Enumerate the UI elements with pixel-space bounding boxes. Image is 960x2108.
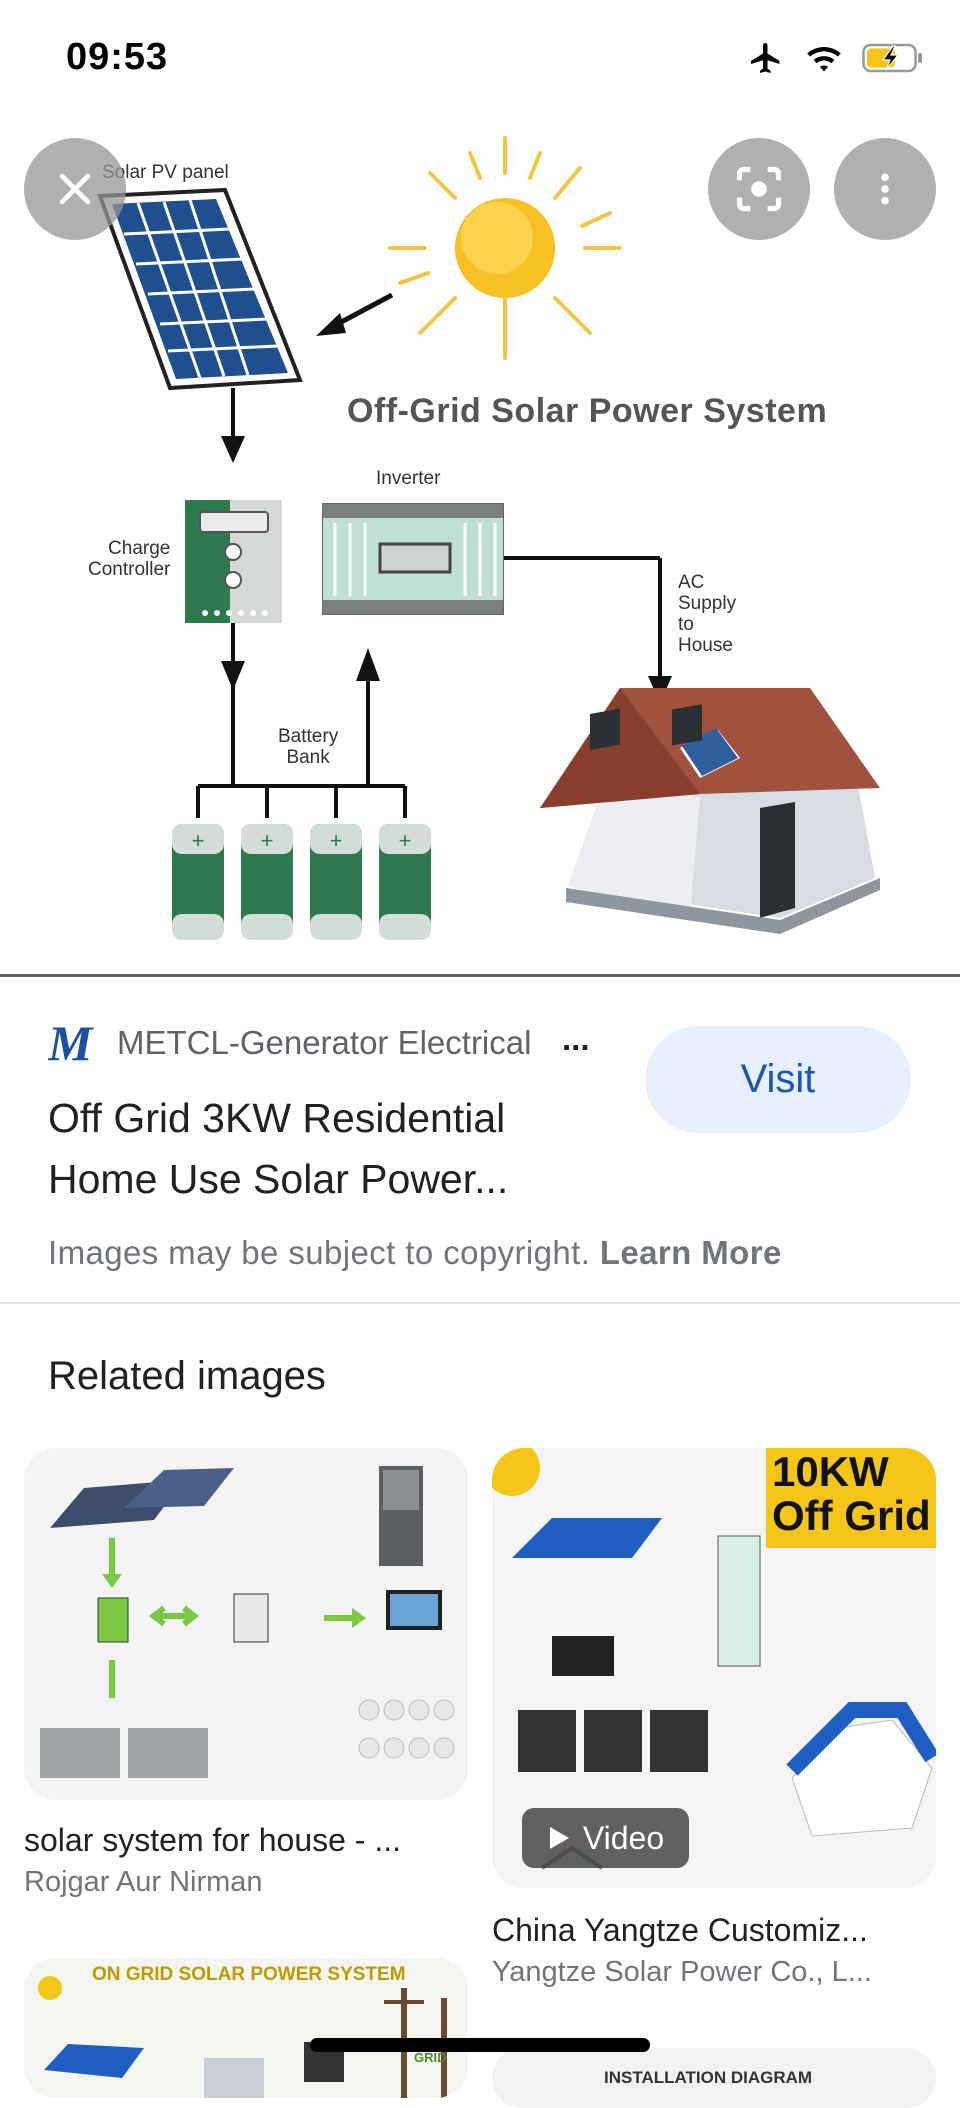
more-options-button[interactable] bbox=[834, 138, 936, 240]
battery-bank-illustration: + + + + bbox=[172, 824, 431, 940]
related-banner-4: INSTALLATION DIAGRAM bbox=[604, 2068, 813, 2087]
related-images-heading: Related images bbox=[48, 1354, 326, 1398]
charge-controller-illustration bbox=[185, 500, 282, 623]
related-title-1[interactable]: solar system for house - ... bbox=[24, 1822, 402, 1858]
sun-illustration bbox=[388, 136, 622, 360]
svg-text:M: M bbox=[48, 1018, 94, 1064]
related-title-2[interactable]: China Yangtze Customiz... bbox=[492, 1912, 868, 1948]
more-vert-icon bbox=[881, 173, 889, 205]
related-image-1[interactable] bbox=[24, 1448, 468, 1800]
svg-text:+: + bbox=[330, 828, 343, 853]
close-button[interactable] bbox=[24, 138, 126, 240]
source-logo: M bbox=[47, 1015, 102, 1071]
label-solar-pv-panel: Solar PV panel bbox=[102, 162, 229, 183]
result-title[interactable]: Off Grid 3KW Residential Home Use Solar … bbox=[48, 1095, 509, 1202]
badge-10kw-off-grid: 10KW Off Grid bbox=[772, 1448, 931, 1539]
airplane-icon bbox=[751, 43, 780, 73]
label-battery-bank: Battery Bank bbox=[278, 726, 339, 768]
visit-button[interactable]: Visit bbox=[645, 1026, 911, 1133]
related-grid-label-3: GRID bbox=[414, 2050, 447, 2065]
svg-text:+: + bbox=[399, 828, 412, 853]
video-label: Video bbox=[582, 1819, 665, 1856]
svg-text:+: + bbox=[192, 828, 205, 853]
off-grid-solar-diagram: + + + + bbox=[97, 136, 880, 940]
source-ellipsis: ... bbox=[562, 1020, 590, 1057]
label-ac-supply: AC Supply to House bbox=[678, 572, 737, 656]
section-divider bbox=[0, 1302, 960, 1304]
diagram-title: Off-Grid Solar Power System bbox=[347, 392, 828, 430]
copyright-notice: Images may be subject to copyright. Lear… bbox=[48, 1234, 782, 1272]
related-image-3[interactable] bbox=[24, 1958, 468, 2098]
label-inverter: Inverter bbox=[376, 468, 441, 489]
related-source-2: Yangtze Solar Power Co., L... bbox=[492, 1956, 872, 1988]
play-icon bbox=[549, 1827, 569, 1849]
source-site-name[interactable]: METCL-Generator Electrical bbox=[117, 1024, 532, 1061]
hero-divider bbox=[0, 974, 960, 977]
label-charge-controller: Charge Controller bbox=[88, 538, 171, 580]
status-bar: 09:53 bbox=[0, 0, 960, 118]
close-icon bbox=[59, 173, 91, 205]
copyright-text: Images may be subject to copyright. bbox=[48, 1234, 591, 1271]
video-badge[interactable]: Video bbox=[522, 1808, 689, 1868]
learn-more-link[interactable]: Learn More bbox=[599, 1234, 782, 1271]
status-time: 09:53 bbox=[66, 36, 169, 78]
svg-text:+: + bbox=[261, 828, 274, 853]
wifi-icon bbox=[807, 47, 841, 72]
home-indicator[interactable] bbox=[310, 2038, 650, 2052]
house-illustration bbox=[540, 688, 880, 934]
battery-charging-icon bbox=[862, 43, 922, 73]
related-source-1: Rojgar Aur Nirman bbox=[24, 1866, 263, 1898]
status-icons bbox=[746, 40, 924, 76]
related-banner-3: ON GRID SOLAR POWER SYSTEM bbox=[92, 1964, 406, 1985]
lens-button[interactable] bbox=[708, 138, 810, 240]
hero-image[interactable]: + + + + bbox=[0, 118, 960, 974]
lens-icon bbox=[736, 166, 782, 212]
solar-panel-illustration bbox=[97, 187, 303, 391]
inverter-illustration bbox=[322, 503, 504, 615]
